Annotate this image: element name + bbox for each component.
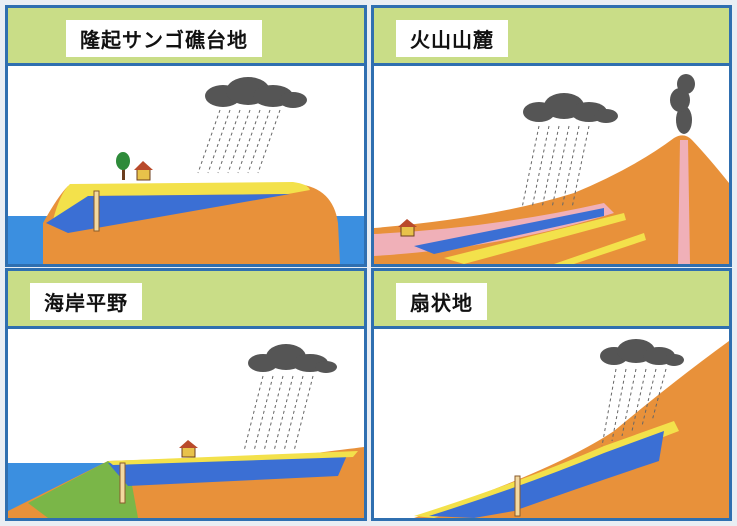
coral-layer [53, 182, 310, 220]
volcano-smoke [670, 74, 695, 134]
rain [243, 375, 314, 452]
green-layer [28, 461, 138, 518]
house [400, 225, 415, 237]
tree [116, 152, 130, 170]
well [119, 462, 126, 504]
rain [197, 109, 281, 174]
fan-sediment [414, 421, 679, 518]
rain-cloud [205, 77, 307, 108]
volcanic-vent [678, 140, 690, 264]
mountain-ground [414, 341, 729, 518]
groundwater [46, 194, 290, 233]
panel-title: 火山山麓 [396, 20, 508, 57]
panel-title: 扇状地 [396, 283, 487, 320]
rain-cloud [248, 344, 337, 373]
well [514, 475, 521, 517]
sand-layer [108, 451, 358, 465]
house [136, 168, 151, 181]
rain-cloud [600, 339, 684, 366]
panel-coastal-plain: 海岸平野 [5, 268, 367, 521]
panel-volcano-foot: 火山山麓 [371, 5, 732, 267]
panel-title: 海岸平野 [30, 283, 142, 320]
rain [601, 368, 667, 447]
strata-yellow-2 [554, 233, 646, 264]
panel-title: 隆起サンゴ礁台地 [66, 20, 262, 57]
panel-coral-terrace: 隆起サンゴ礁台地 [5, 5, 367, 267]
panel-alluvial-fan: 扇状地 [371, 268, 732, 521]
well [93, 190, 100, 232]
strata-yellow [444, 213, 626, 264]
house [181, 446, 196, 458]
rain-cloud [523, 93, 618, 123]
strata-blue [414, 208, 604, 254]
groundwater [429, 431, 664, 518]
rain [521, 125, 590, 209]
